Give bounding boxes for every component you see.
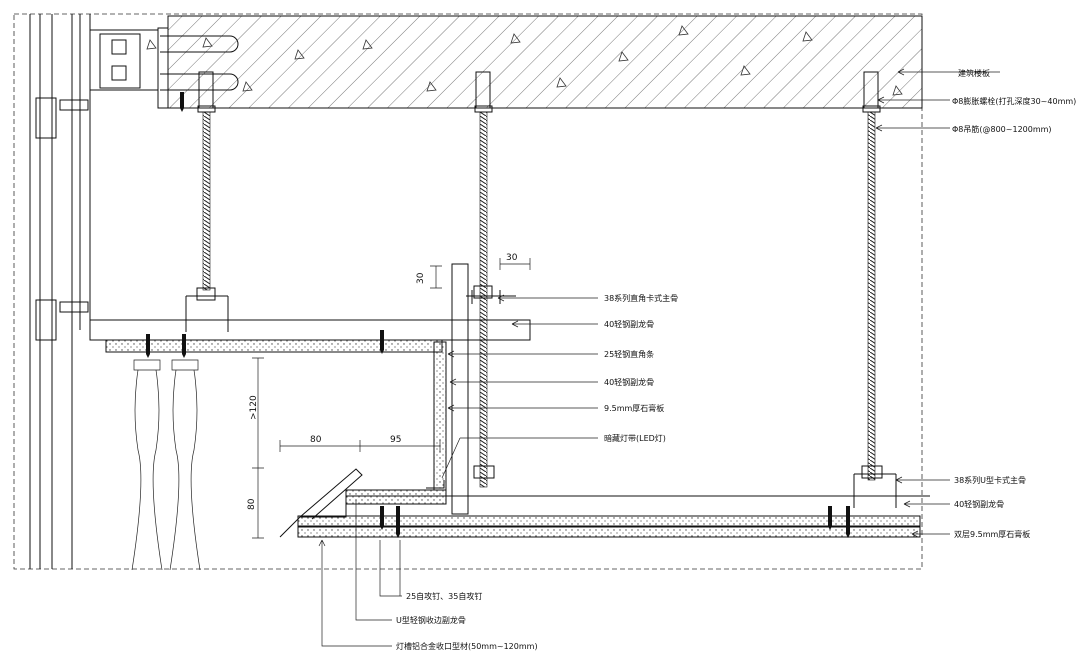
dim-80-horizontal: 80: [310, 435, 322, 445]
label-screws: 25自攻钉、35自攻钉: [406, 591, 482, 601]
dim-80-vertical: 80: [247, 498, 257, 510]
label-alu-profile: 灯槽铝合金收口型材(50mm~120mm): [396, 641, 538, 651]
dim-30-horizontal: 30: [506, 253, 518, 263]
label-u-keel-edge: U型轻钢收边副龙骨: [396, 615, 466, 625]
label-main-keel-u: 38系列U型卡式主骨: [954, 475, 1026, 485]
label-aux-keel-b: 40轻钢副龙骨: [604, 377, 654, 387]
dimension-lines: [252, 258, 531, 539]
dim-120: >120: [249, 395, 259, 420]
label-hidden-light: 暗藏灯带(LED灯): [604, 433, 666, 443]
hanger-rods: [197, 71, 881, 488]
label-aux-keel-c: 40轻钢副龙骨: [954, 499, 1004, 509]
dim-95: 95: [390, 435, 401, 445]
label-anchor-bolt: Φ8膨胀螺栓(打孔深度30~40mm): [952, 96, 1076, 106]
label-double-gypsum: 双层9.5mm厚石膏板: [954, 529, 1030, 539]
lower-ceiling: [279, 465, 930, 538]
label-gypsum-board: 9.5mm厚石膏板: [604, 403, 664, 413]
label-hanger-rod: Φ8吊筋(@800~1200mm): [952, 124, 1052, 134]
wall-bracket: [89, 27, 239, 109]
drawing-frame: [13, 13, 923, 570]
curtain-wall: [29, 14, 91, 569]
label-slab: 建筑楼板: [958, 68, 990, 78]
upper-ceiling: [89, 287, 531, 353]
drop-board: [426, 263, 516, 515]
screws: [146, 92, 850, 538]
leader-lines: [318, 68, 1000, 647]
label-aux-keel-a: 40轻钢副龙骨: [604, 319, 654, 329]
label-angle-strip: 25轻钢直角条: [604, 349, 654, 359]
label-main-keel-angle: 38系列直角卡式主骨: [604, 293, 678, 303]
pendant-fixtures: [131, 359, 201, 571]
concrete-slab: [146, 15, 923, 109]
dim-30-vertical: 30: [416, 272, 426, 284]
